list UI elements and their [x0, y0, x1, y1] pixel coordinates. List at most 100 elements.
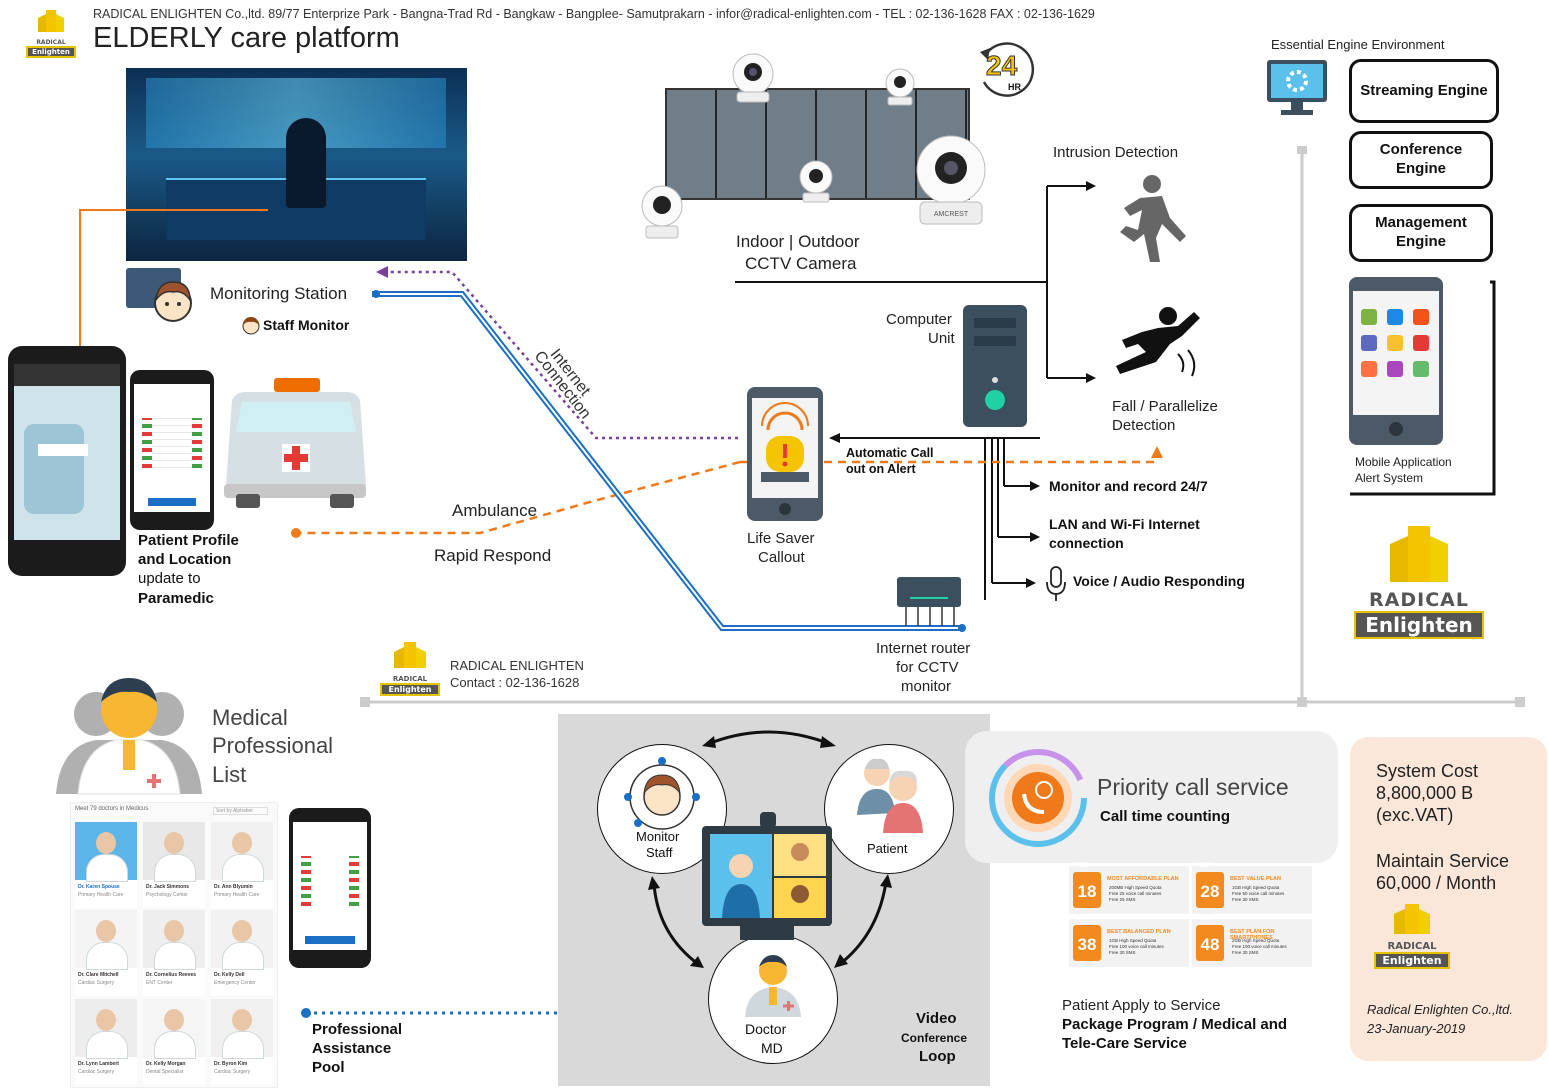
- doctor-line2: MD: [761, 1040, 783, 1056]
- system-cost-note: (exc.VAT): [1376, 805, 1454, 825]
- assistance-pool-line1: Professional: [312, 1021, 403, 1038]
- doctor-role: Emergency Center: [214, 980, 256, 986]
- doctor-photo: [143, 822, 205, 882]
- mobile-app-line2: Alert System: [1355, 471, 1424, 485]
- intrusion-detection-label: Intrusion Detection: [1053, 144, 1179, 161]
- cctv-camera-icon: [641, 185, 683, 239]
- badge-24-number: 24: [985, 50, 1018, 82]
- monitoring-room-image: [126, 68, 467, 261]
- cost-company: Radical Enlighten Co.,ltd.: [1367, 1002, 1513, 1017]
- mobile-app-phone: [1349, 277, 1443, 445]
- plan-line: Free 50 voice call minutes: [1232, 891, 1285, 896]
- logo-tower-icon: [38, 10, 64, 32]
- doctor-name: Dr. Byron Kim: [214, 1061, 248, 1067]
- doctor-app-phone: [289, 808, 371, 968]
- plan-line: Free 100 voice call minutes: [1232, 944, 1287, 949]
- doctor-name: Dr. Cornelius Reeves: [146, 972, 197, 978]
- life-saver-line2: Callout: [758, 549, 805, 566]
- auto-call-line1: Automatic Call: [846, 446, 934, 460]
- plan-prefix: UMI: [1075, 915, 1088, 922]
- loop-line1: Video: [916, 1010, 957, 1027]
- plan-prefix: UMI: [1075, 862, 1088, 869]
- auto-call-line2: out on Alert: [846, 462, 916, 476]
- logo-bottom-text: Enlighten: [380, 683, 440, 696]
- assistance-pool-line3: Pool: [312, 1059, 345, 1076]
- logo-tower-icon: [1390, 526, 1448, 582]
- fall-detection-line1: Fall / Parallelize: [1112, 398, 1218, 415]
- doctor-photo: [75, 822, 137, 882]
- doctor-role: ENT Center: [146, 980, 173, 986]
- conference-arrows: [648, 730, 892, 968]
- doctor-name: Dr. Karen Spouse: [78, 884, 120, 890]
- medical-list-title-3: List: [212, 762, 247, 787]
- plan-title: BEST PLAN FOR SMARTPHONES: [1230, 929, 1275, 941]
- radical-enlighten-logo: RADICAL Enlighten: [1350, 524, 1488, 642]
- map-phone: [8, 346, 126, 576]
- monitoring-station-icon: [126, 268, 201, 328]
- assistance-pool-line2: Assistance: [312, 1040, 392, 1057]
- logo-tower-icon: [394, 642, 426, 668]
- page-title: ELDERLY care platform: [93, 22, 400, 54]
- maintain-value: 60,000 / Month: [1376, 873, 1497, 893]
- monitoring-station-label: Monitoring Station: [210, 284, 348, 303]
- monitor-staff-line2: Staff: [646, 845, 673, 860]
- logo-top-text: RADICAL: [392, 675, 428, 683]
- plan-line: Free 25 SMS: [1109, 897, 1136, 902]
- doctor-role: Primary Health Care: [78, 892, 124, 898]
- staff-monitor-label: Staff Monitor: [263, 317, 350, 333]
- life-saver-line1: Life Saver: [747, 530, 815, 547]
- plan-number: 38: [1077, 935, 1097, 954]
- router-icon: [897, 577, 961, 626]
- patient-profile-line1: Patient Profile: [138, 532, 239, 549]
- doctor-photo: [75, 910, 137, 970]
- profile-phone: [130, 370, 214, 530]
- plan-line: Free 30 SMS: [1109, 950, 1136, 955]
- doctor-role: Cardiac Surgery: [78, 1069, 115, 1075]
- clock-24-icon: [980, 42, 1035, 97]
- contact-phone: Contact : 02-136-1628: [450, 675, 580, 690]
- doctor-node: Doctor MD: [708, 934, 838, 1064]
- plan-number: 28: [1200, 882, 1220, 901]
- doctor-photo: [143, 910, 205, 970]
- monitor-staff-line1: Monitor: [636, 829, 680, 844]
- doctor-directory-sort: Sort by Alphabet: [213, 807, 268, 815]
- engine-management-label: Management Engine: [1375, 214, 1467, 250]
- plan-line: Free 25 voice call minutes: [1109, 891, 1162, 896]
- doctor-name: Dr. Kelly Morgan: [146, 1061, 186, 1067]
- cost-date: 23-January-2019: [1367, 1021, 1466, 1036]
- monitor-staff-icon: [624, 757, 700, 830]
- plan-line: Free 30 SMS: [1232, 897, 1259, 902]
- ambulance-icon: [224, 378, 366, 508]
- doctor-role: Primary Health Care: [214, 892, 260, 898]
- company-line: RADICAL ENLIGHTEN Co.,ltd. 89/77 Enterpr…: [93, 7, 1095, 21]
- cctv-brand: AMCREST: [934, 211, 969, 218]
- medical-list-title-2: Professional: [212, 733, 334, 758]
- plan-badge: UMI 38: [1073, 915, 1101, 961]
- cctv-label-line1: Indoor | Outdoor: [736, 232, 860, 251]
- plan-title: BEST VALUE PLAN: [1230, 876, 1281, 882]
- doctor-photo: [211, 999, 273, 1059]
- plan-line: Free 30 SMS: [1232, 950, 1259, 955]
- doctor-role: Cardiac Surgery: [78, 980, 115, 986]
- logo-bottom-text: Enlighten: [26, 46, 76, 58]
- logo-top-text: RADICAL: [1369, 589, 1469, 611]
- fall-person-icon: [1116, 307, 1200, 377]
- doctor-line1: Doctor: [745, 1021, 787, 1037]
- staff-face-icon: [154, 281, 192, 322]
